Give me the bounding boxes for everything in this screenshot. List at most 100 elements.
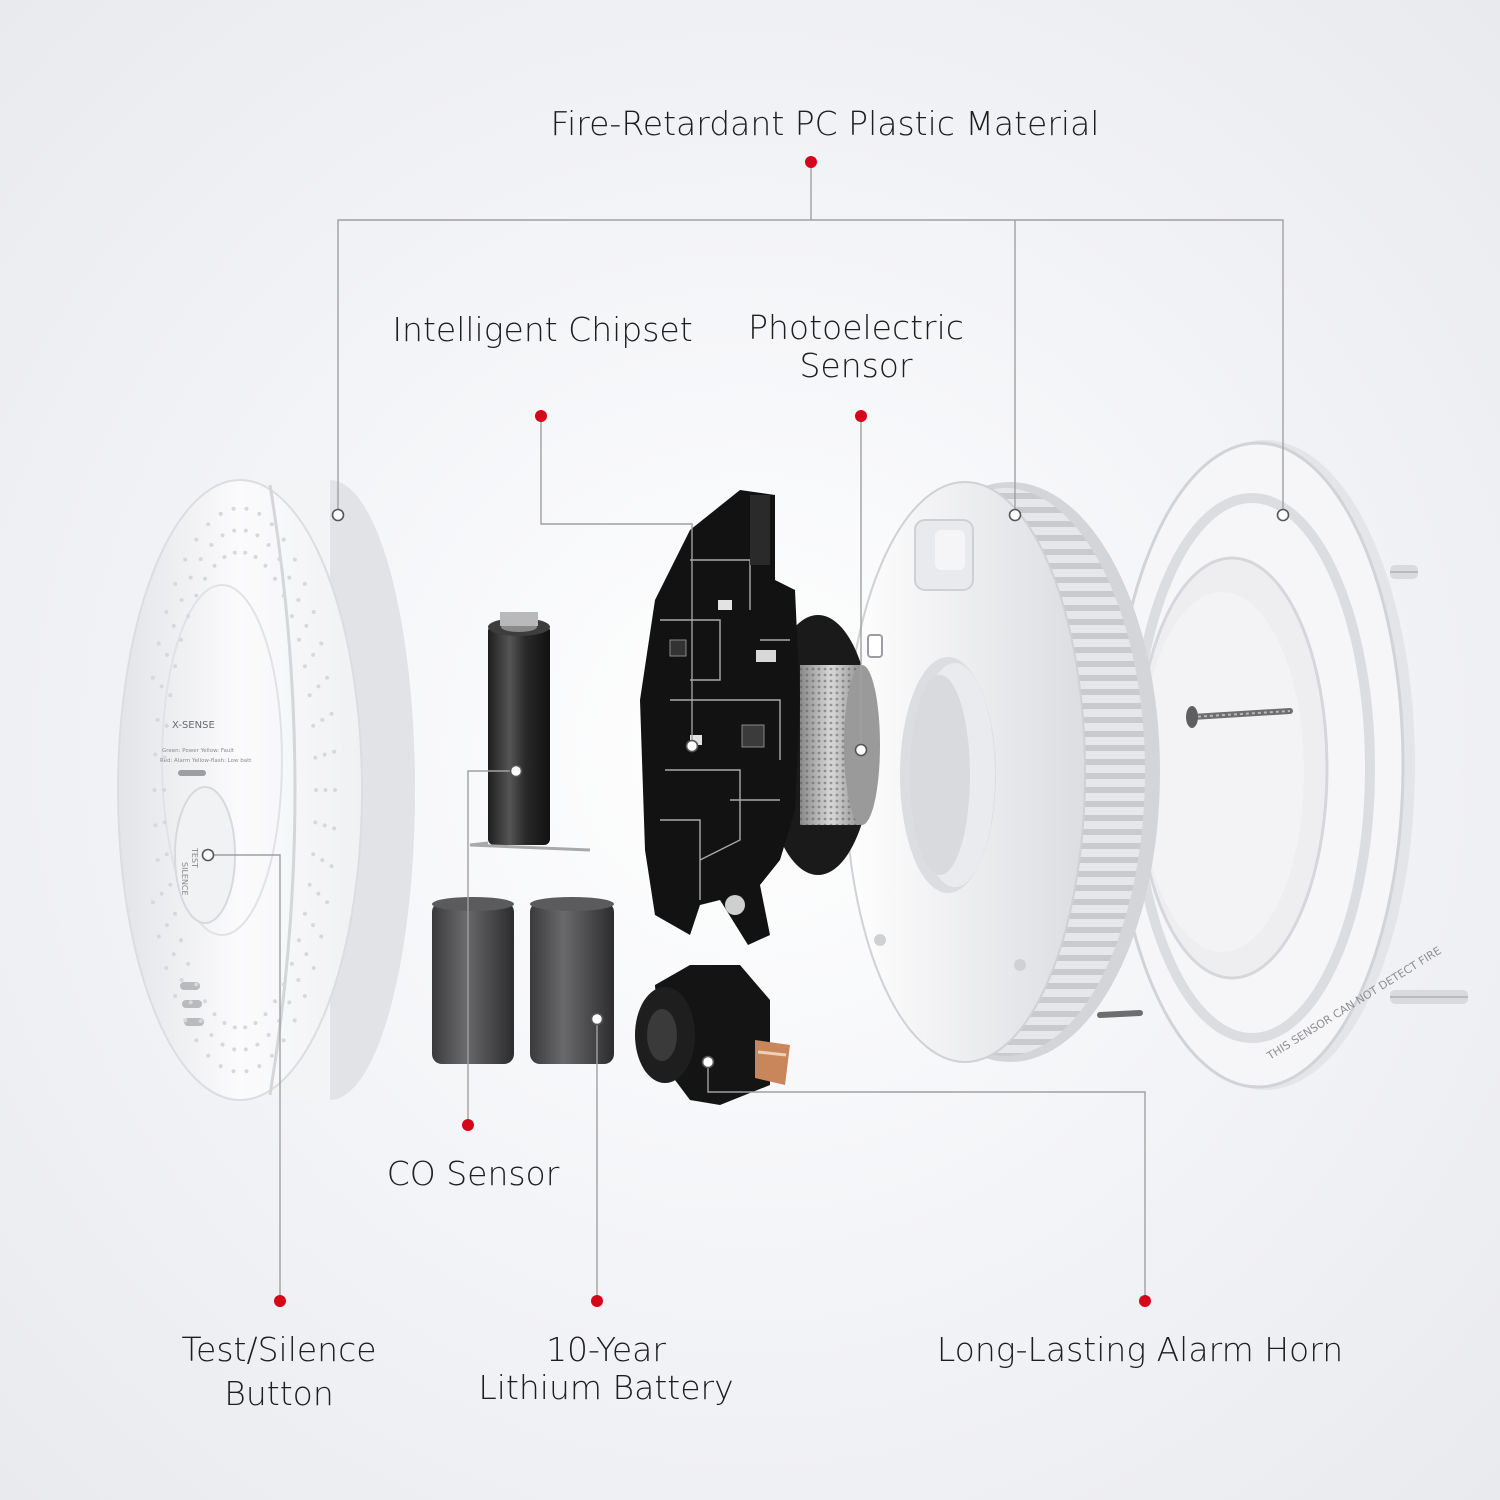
vent-dot [292,557,297,562]
leader-chipset [540,416,693,746]
anchor-test-silence [201,848,215,862]
vent-dot [296,978,301,982]
leader-lines [208,162,1284,1301]
vent-dot [164,610,169,614]
vent-dot [311,966,316,970]
led-legend-text-2: Red: Alarm Yellow-flash: Low batt [160,758,252,764]
vent-dot [311,852,316,857]
vent-dot [159,891,164,896]
vent-dot [188,575,193,580]
vent-dot [319,934,324,939]
vent-dot [194,982,199,987]
vent-dot [162,788,166,792]
vent-dot [269,522,274,527]
vent-dot [281,1038,286,1043]
vent-dot [266,1033,271,1037]
marker-alarm-horn [1139,1295,1151,1307]
vent-dot [329,711,334,716]
anchor-chipset [685,739,699,753]
led-legend-text: Green: Power Yellow: Fault [162,748,235,754]
vent-dot [243,528,248,533]
label-photoelectric-sensor: Photoelectric Sensor [725,309,987,385]
vent-dot [311,723,316,728]
anchor-front-cover [331,508,345,522]
marker-chipset [535,410,547,422]
vent-dot [203,576,207,581]
vent-dot [220,1042,225,1047]
anchor-base-plate [1008,508,1022,522]
vent-dot [159,684,164,689]
vent-dot [194,537,199,542]
label-test-silence-line1: Test/Silence [181,1330,377,1369]
label-lithium-battery: 10-Year Lithium Battery [460,1331,752,1407]
vent-dot [183,557,188,562]
brand-text: X-SENSE [172,720,215,731]
vent-dot [313,820,318,825]
vent-dot [173,911,178,916]
anchor-co-sensor [509,764,523,778]
vent-dot [311,610,316,614]
vent-dot [302,994,307,999]
vent-dot [164,923,169,928]
vent-dot [243,1047,248,1052]
vent-dot [322,823,327,828]
vent-dot [332,826,337,831]
cover-vent-dots [150,506,337,1074]
vent-dot [173,581,178,586]
vent-dot [198,557,203,562]
vent-dot [257,1064,262,1069]
vent-dot [206,522,211,527]
screw-top [1186,706,1293,728]
vent-dot [179,637,183,642]
vent-dot [297,637,301,642]
label-co-sensor: CO Sensor [370,1155,576,1193]
vent-dot [323,788,328,792]
vent-dot [255,533,260,538]
anchor-bracket [1276,508,1290,522]
vent-dot [292,1018,297,1023]
button-text-test: TEST [190,847,199,868]
vent-dot [307,882,312,887]
vent-dot [203,999,207,1004]
vent-dot [164,723,169,728]
vent-dot [297,938,301,943]
vent-dot [188,1000,193,1005]
marker-battery [591,1295,603,1307]
vent-dot [289,961,294,966]
vent-dot [155,717,160,722]
vent-dot [232,1047,237,1052]
lithium-battery [469,612,591,852]
label-photoelectric-line1: Photoelectric [748,308,964,347]
vent-dot [244,1069,249,1074]
vent-dot [232,1025,237,1030]
vent-dot [168,693,173,698]
hollow-markers [201,508,1290,1069]
vent-dot [150,675,155,680]
vent-dot [171,952,176,957]
vent-dot [206,1053,211,1058]
vent-dot [186,961,191,966]
vent-dot [243,1025,248,1030]
vent-dot [198,1018,203,1023]
vent-dot [266,543,271,547]
label-intelligent-chipset: Intelligent Chipset [370,311,715,349]
vent-dot [296,598,301,602]
battery-pack-right [530,897,614,1064]
vent-dot [263,563,268,568]
red-markers [274,156,1151,1307]
leader-test-silence [208,854,281,1301]
alarm-horn [635,965,790,1105]
vent-dot [173,994,178,999]
vent-dot [304,952,309,957]
vent-dot [179,978,184,982]
vent-dot [222,555,227,559]
vent-dot [302,664,307,669]
vent-dot [325,900,330,905]
vent-dot [322,752,327,757]
vent-dot [194,1038,199,1043]
label-fire-retardant-text: Fire-Retardant PC Plastic Material [550,104,1100,143]
screw-bottom [1097,1010,1143,1018]
vent-dot [253,1021,258,1025]
vent-dot [162,820,167,825]
